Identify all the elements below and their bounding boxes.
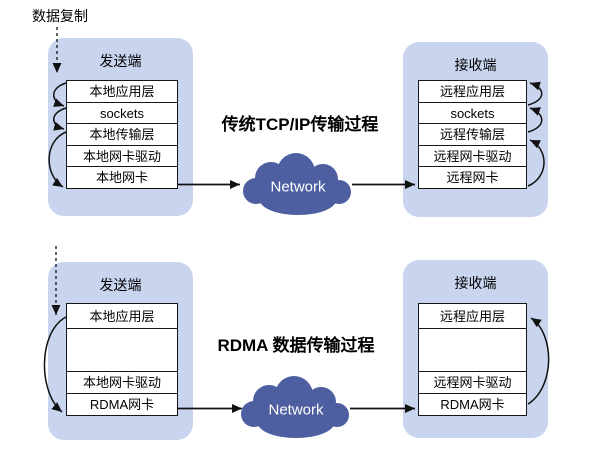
layer-remote-nic: 远程网卡 xyxy=(418,166,527,189)
rdma-receiver-title: 接收端 xyxy=(454,277,497,292)
layer-remote-app: 远程应用层 xyxy=(418,303,527,329)
layer-local-transport: 本地传输层 xyxy=(66,123,178,146)
rdma-network-label: Network xyxy=(268,401,324,419)
network-cloud-icon xyxy=(243,153,351,215)
tcp-network-label: Network xyxy=(270,178,326,196)
layer-local-nic: 本地网卡 xyxy=(66,166,178,189)
layer-sockets: sockets xyxy=(418,101,527,125)
layer-remote-transport: 远程传输层 xyxy=(418,123,527,146)
layer-rdma-nic: RDMA网卡 xyxy=(418,392,527,416)
rdma-sender-title: 发送端 xyxy=(99,279,142,294)
layer-local-nic-driver: 本地网卡驱动 xyxy=(66,144,178,168)
tcp-sender-title: 发送端 xyxy=(99,55,142,70)
layer-local-app: 本地应用层 xyxy=(66,80,178,103)
layer-local-app: 本地应用层 xyxy=(66,303,178,329)
rdma-sender-stack: 本地应用层 本地网卡驱动 RDMA网卡 xyxy=(66,303,178,416)
layer-empty xyxy=(66,327,178,373)
layer-empty xyxy=(418,327,527,373)
tcp-receiver-stack: 远程应用层 sockets 远程传输层 远程网卡驱动 远程网卡 xyxy=(418,80,527,189)
layer-sockets: sockets xyxy=(66,101,178,125)
tcp-receiver-title: 接收端 xyxy=(454,59,497,74)
network-cloud-icon xyxy=(241,376,349,438)
layer-remote-app: 远程应用层 xyxy=(418,80,527,103)
tcp-sender-stack: 本地应用层 sockets 本地传输层 本地网卡驱动 本地网卡 xyxy=(66,80,178,189)
layer-local-nic-driver: 本地网卡驱动 xyxy=(66,371,178,394)
layer-rdma-nic: RDMA网卡 xyxy=(66,392,178,416)
data-copy-label: 数据复制 xyxy=(32,10,88,25)
tcp-flow-title: 传统TCP/IP传输过程 xyxy=(221,115,379,134)
rdma-flow-title: RDMA 数据传输过程 xyxy=(217,336,375,355)
layer-remote-nic-driver: 远程网卡驱动 xyxy=(418,144,527,168)
rdma-receiver-stack: 远程应用层 远程网卡驱动 RDMA网卡 xyxy=(418,303,527,416)
layer-remote-nic-driver: 远程网卡驱动 xyxy=(418,371,527,394)
